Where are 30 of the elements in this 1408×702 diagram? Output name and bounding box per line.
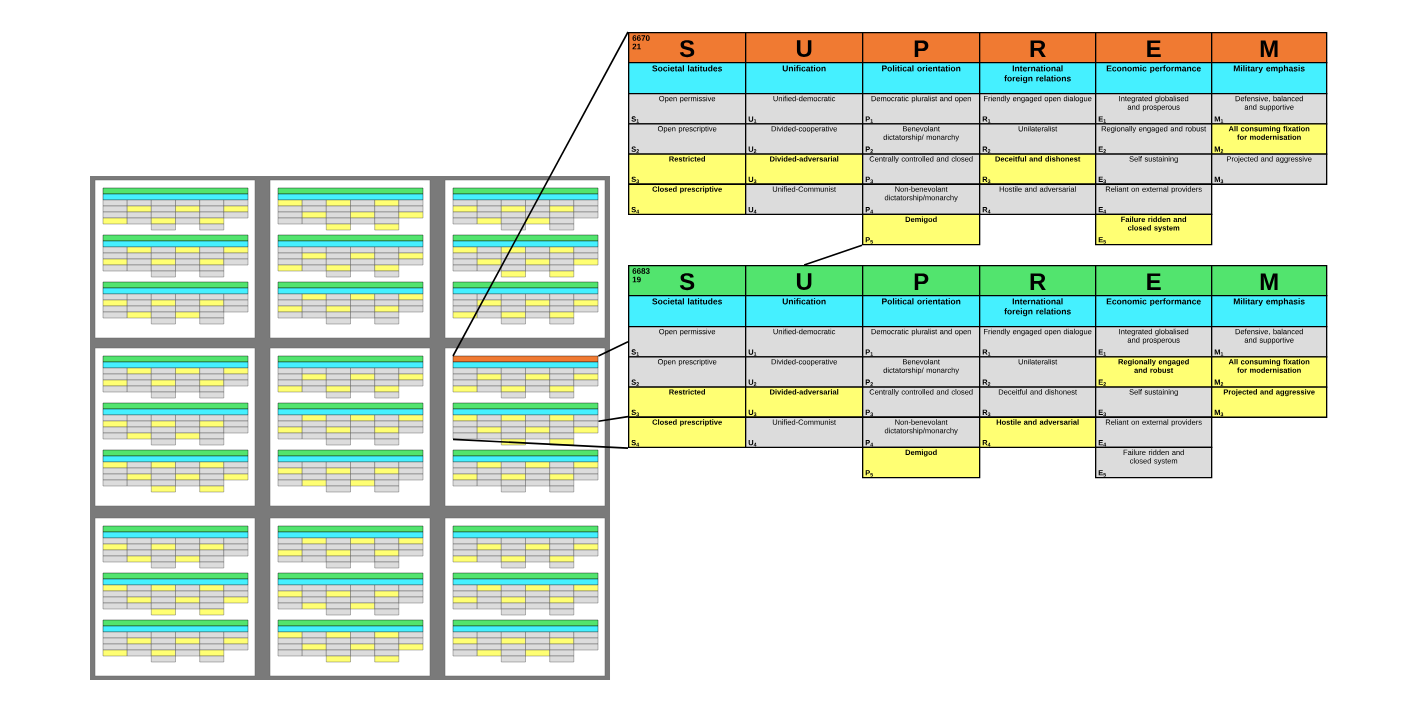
header-cell: R	[979, 32, 1097, 64]
header-cell: U	[745, 32, 864, 64]
category-cell: International foreign relations	[979, 295, 1097, 328]
header-cell: M	[1211, 32, 1328, 64]
header-cell: P	[862, 265, 981, 297]
category-cell: Societal latitudes	[628, 62, 747, 95]
category-cell: Political orientation	[862, 62, 981, 95]
connector-line	[803, 244, 863, 266]
header-cell: E	[1095, 265, 1213, 297]
category-cell: Economic performance	[1095, 295, 1213, 328]
category-cell: Unification	[745, 62, 864, 95]
header-cell: S 6670 21	[628, 32, 747, 64]
header-cell: P	[862, 32, 981, 64]
connector-line	[597, 415, 629, 422]
header-cell: S 6683 19	[628, 265, 747, 297]
header-cell: M	[1211, 265, 1328, 297]
category-cell: International foreign relations	[979, 62, 1097, 95]
category-cell: Political orientation	[862, 295, 981, 328]
mini-table-picture	[452, 402, 599, 446]
connector-line	[452, 438, 629, 449]
mini-table-picture	[452, 355, 599, 399]
header-cell: R	[979, 265, 1097, 297]
header-cell: U	[745, 265, 864, 297]
category-cell: Military emphasis	[1211, 295, 1328, 328]
category-cell: Societal latitudes	[628, 295, 747, 328]
category-cell: Economic performance	[1095, 62, 1213, 95]
category-cell: Unification	[745, 295, 864, 328]
category-cell: Military emphasis	[1211, 62, 1328, 95]
header-cell: E	[1095, 32, 1213, 64]
connector-line	[597, 340, 629, 357]
